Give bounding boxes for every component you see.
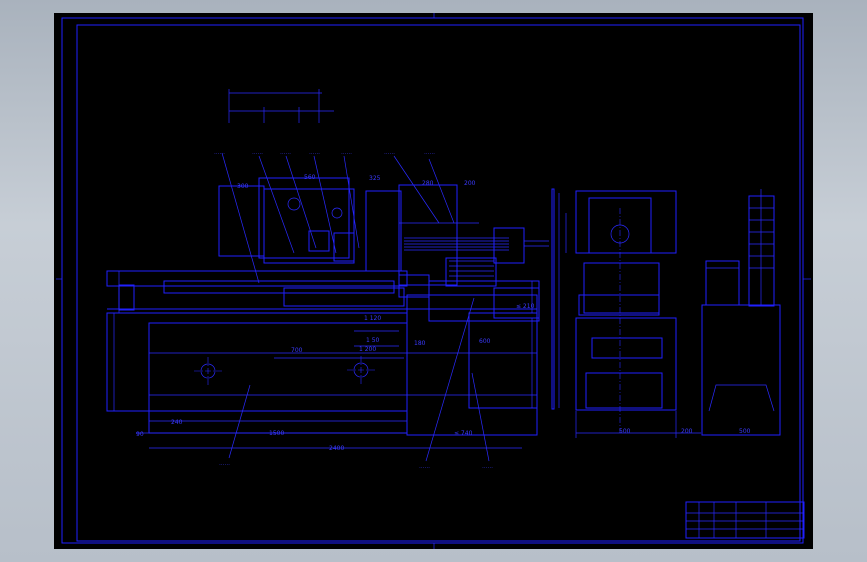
svg-text:……: ……	[280, 150, 291, 156]
dim-700: 700	[291, 347, 303, 354]
title-block	[685, 501, 805, 539]
dim-280: 280	[422, 180, 434, 187]
dim-300: 300	[237, 183, 249, 190]
dim-240: 240	[171, 419, 183, 426]
drawing-sheet: …… …… …… …… …… …… ……	[54, 13, 813, 549]
dim-1120: 1 120	[364, 315, 381, 322]
svg-text:……: ……	[252, 150, 263, 156]
dim-740: ≤ 740	[454, 430, 473, 437]
dim-cabinet-500: 500	[739, 428, 751, 435]
cabinet-view: 500	[701, 189, 781, 436]
svg-text:……: ……	[384, 150, 395, 156]
dim-end-500: 500	[619, 428, 631, 435]
outer-frame	[61, 17, 804, 544]
svg-text:……: ……	[424, 150, 435, 156]
machine-end-view: 500 200	[551, 188, 701, 438]
inner-frame	[76, 24, 801, 542]
dim-325: 325	[369, 175, 381, 182]
svg-text:……: ……	[214, 150, 225, 156]
svg-text:……: ……	[309, 150, 320, 156]
dim-560: 560	[304, 174, 316, 181]
dim-210: ≤ 210	[516, 303, 535, 310]
dim-90: 90	[136, 431, 144, 438]
dim-200: 200	[464, 180, 476, 187]
legend-block	[228, 89, 334, 123]
svg-text:……: ……	[482, 464, 493, 470]
svg-text:……: ……	[341, 150, 352, 156]
machine-main-view: …… …… …… 300 560 325 280 200 700 1 200 1…	[106, 174, 549, 470]
svg-text:……: ……	[419, 464, 430, 470]
dim-150: 1 50	[366, 337, 380, 344]
dim-180: 180	[414, 340, 426, 347]
dim-end-200: 200	[681, 428, 693, 435]
dim-1500: 1500	[269, 430, 284, 437]
dim-600: 600	[479, 338, 491, 345]
svg-text:……: ……	[219, 461, 230, 467]
dim-1200: 1 200	[359, 346, 376, 353]
cad-drawing: …… …… …… …… …… …… ……	[56, 13, 811, 549]
top-leaders: …… …… …… …… …… …… ……	[214, 150, 455, 284]
dim-2400: 2400	[329, 445, 344, 452]
